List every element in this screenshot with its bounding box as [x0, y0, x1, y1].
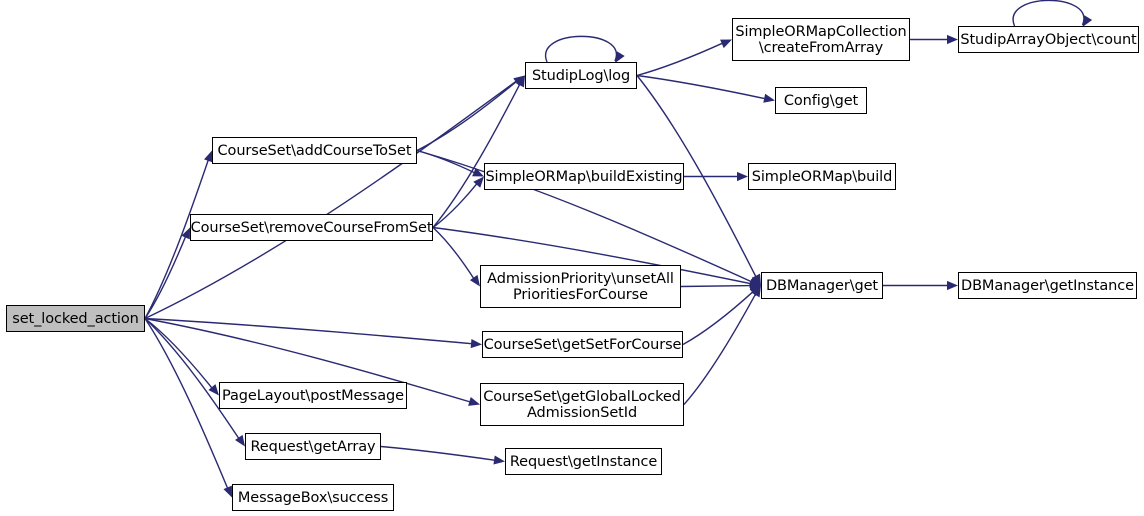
graph-node-configGet[interactable]: Config\get — [775, 87, 867, 114]
graph-node-getGlobalLocked[interactable]: CourseSet\getGlobalLocked AdmissionSetId — [480, 383, 684, 426]
graph-node-studipLog[interactable]: StudipLog\log — [525, 62, 637, 89]
graph-node-set_locked_action[interactable]: set_locked_action — [6, 305, 145, 332]
graph-node-createFromArray[interactable]: SimpleORMapCollection \createFromArray — [732, 18, 910, 61]
graph-node-getInstanceRequest[interactable]: Request\getInstance — [505, 448, 662, 475]
graph-node-getArray[interactable]: Request\getArray — [245, 433, 381, 460]
graph-node-studipArrayCount[interactable]: StudipArrayObject\count — [958, 26, 1139, 53]
graph-node-removeCourseFromSet[interactable]: CourseSet\removeCourseFromSet — [190, 214, 433, 241]
graph-node-unsetAllPriorities[interactable]: AdmissionPriority\unsetAll PrioritiesFor… — [480, 265, 681, 308]
graph-node-simpleORMapBuild[interactable]: SimpleORMap\build — [748, 163, 896, 190]
graph-node-messageBoxSuccess[interactable]: MessageBox\success — [232, 484, 394, 511]
graph-node-dbManagerGet[interactable]: DBManager\get — [761, 272, 883, 299]
graph-node-dbManagerGetInstance[interactable]: DBManager\getInstance — [958, 272, 1137, 299]
graph-node-getSetForCourse[interactable]: CourseSet\getSetForCourse — [482, 331, 683, 358]
graph-node-addCourseToSet[interactable]: CourseSet\addCourseToSet — [212, 137, 417, 164]
graph-node-buildExisting[interactable]: SimpleORMap\buildExisting — [484, 163, 684, 190]
graph-node-postMessage[interactable]: PageLayout\postMessage — [219, 382, 407, 409]
